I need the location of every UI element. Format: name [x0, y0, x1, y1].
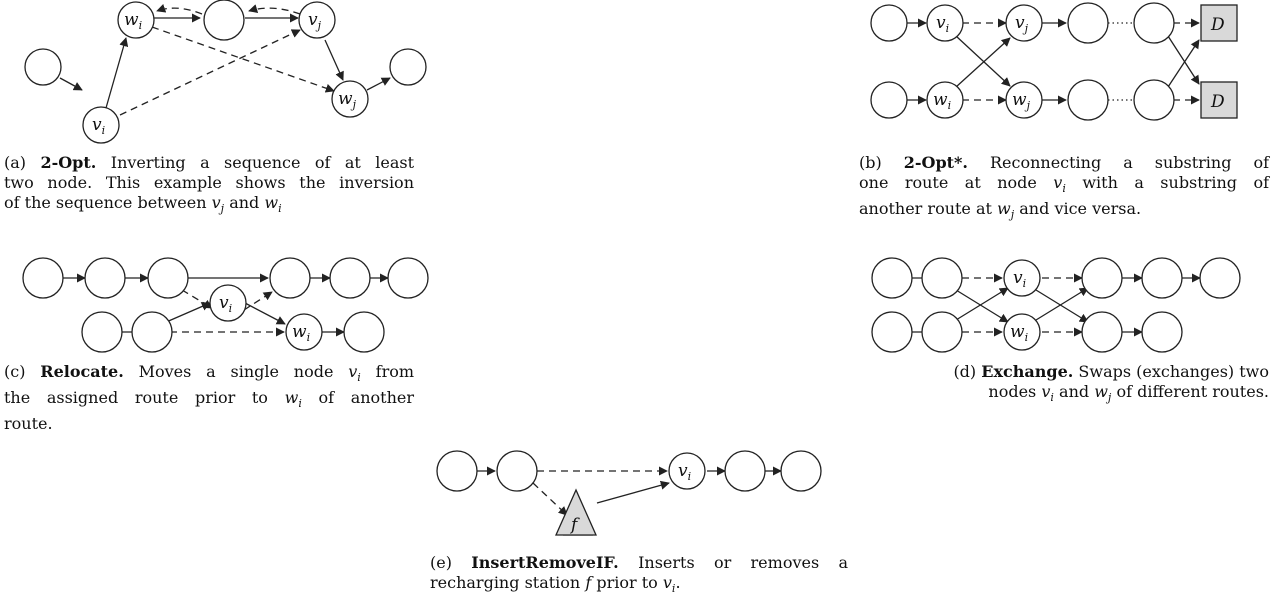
node-v-i: [209, 284, 247, 322]
diagram-exchange: vi wi: [871, 257, 1241, 353]
node-label: wi: [292, 322, 310, 344]
node: [921, 257, 963, 299]
depot-node: [1200, 4, 1238, 42]
node-w-i: [1003, 313, 1041, 351]
station-triangle: [554, 488, 598, 536]
node-w-j: [331, 80, 369, 118]
node-v-j: [298, 1, 336, 39]
node: [1141, 311, 1183, 353]
node-v-i: [1003, 259, 1041, 297]
edge: [955, 289, 1009, 323]
node-label: vi: [936, 13, 949, 35]
edge-dashed: [181, 289, 213, 309]
edge-dashed: [248, 4, 301, 15]
caption-e: (e) InsertRemoveIF. Inserts or removes a…: [430, 553, 849, 596]
node: [870, 4, 908, 42]
node-w-j: [1005, 81, 1043, 119]
node: [343, 311, 385, 353]
diagram-2opt: vi wi vj wj: [24, 0, 427, 144]
node-v-i: [926, 4, 964, 42]
node-label: wi: [124, 10, 142, 32]
node: [84, 257, 126, 299]
node-v-i: [668, 452, 706, 490]
node-label: vi: [92, 115, 105, 137]
diagram-relocate: vi wi: [22, 257, 429, 353]
node-label: wj: [1012, 90, 1031, 112]
node-label: D: [1210, 92, 1225, 112]
edge-dashed: [119, 29, 301, 116]
edge: [955, 37, 1011, 88]
node: [329, 257, 371, 299]
edge: [1035, 287, 1089, 321]
node: [147, 257, 189, 299]
node: [131, 311, 173, 353]
edge: [366, 77, 391, 91]
node: [870, 81, 908, 119]
node: [436, 450, 478, 492]
edge-dashed: [156, 4, 203, 15]
edge: [1167, 35, 1200, 85]
edge: [324, 39, 344, 81]
node-label: vj: [1015, 13, 1029, 35]
caption-c: (c) Relocate. Moves a single node vi fro…: [4, 362, 415, 434]
edge: [1167, 39, 1200, 88]
diagram-insertremoveif: f vi: [436, 450, 822, 536]
depot-node: [1200, 81, 1238, 119]
node-v-j: [1005, 4, 1043, 42]
node-label: wi: [1010, 322, 1028, 344]
node-label: D: [1210, 15, 1225, 35]
node: [1199, 257, 1241, 299]
edge: [105, 37, 129, 109]
node: [1067, 2, 1109, 44]
node: [1067, 79, 1109, 121]
diagram-2opt-star: vi vj D wi wj D: [870, 2, 1238, 121]
caption-b: (b) 2-Opt*. Reconnecting a substring of …: [859, 153, 1270, 222]
caption-a: (a) 2-Opt. Inverting a sequence of at le…: [4, 153, 415, 216]
node: [780, 450, 822, 492]
node: [871, 257, 913, 299]
node: [81, 311, 123, 353]
node: [724, 450, 766, 492]
edge: [59, 77, 83, 91]
node: [387, 257, 429, 299]
node: [389, 48, 427, 86]
node-v-i: [82, 106, 120, 144]
edge: [163, 302, 211, 324]
node: [22, 257, 64, 299]
node: [871, 311, 913, 353]
node-w-i: [117, 1, 155, 39]
node: [921, 311, 963, 353]
node: [269, 257, 311, 299]
node-label: vj: [308, 10, 322, 32]
edge: [1035, 289, 1089, 323]
edge-dashed: [151, 26, 335, 93]
caption-d: (d) Exchange. Swaps (exchanges) two node…: [953, 362, 1269, 405]
edge: [244, 302, 286, 325]
node-label: vi: [678, 461, 691, 483]
edge: [955, 35, 1011, 87]
edge-dashed: [243, 291, 273, 311]
node: [24, 48, 62, 86]
node-label: vi: [219, 293, 232, 315]
node-label: wj: [338, 89, 357, 111]
node-label: vi: [1013, 268, 1026, 290]
node: [1133, 2, 1175, 44]
node: [203, 0, 245, 41]
node-w-i: [285, 313, 323, 351]
node: [1081, 311, 1123, 353]
edge: [955, 287, 1009, 321]
node-label: f: [569, 515, 580, 535]
node: [1081, 257, 1123, 299]
edge: [596, 480, 670, 504]
node: [496, 450, 538, 492]
node-label: wi: [933, 90, 951, 112]
node: [1141, 257, 1183, 299]
node: [1133, 79, 1175, 121]
node-w-i: [926, 81, 964, 119]
edge-dashed: [532, 482, 568, 516]
